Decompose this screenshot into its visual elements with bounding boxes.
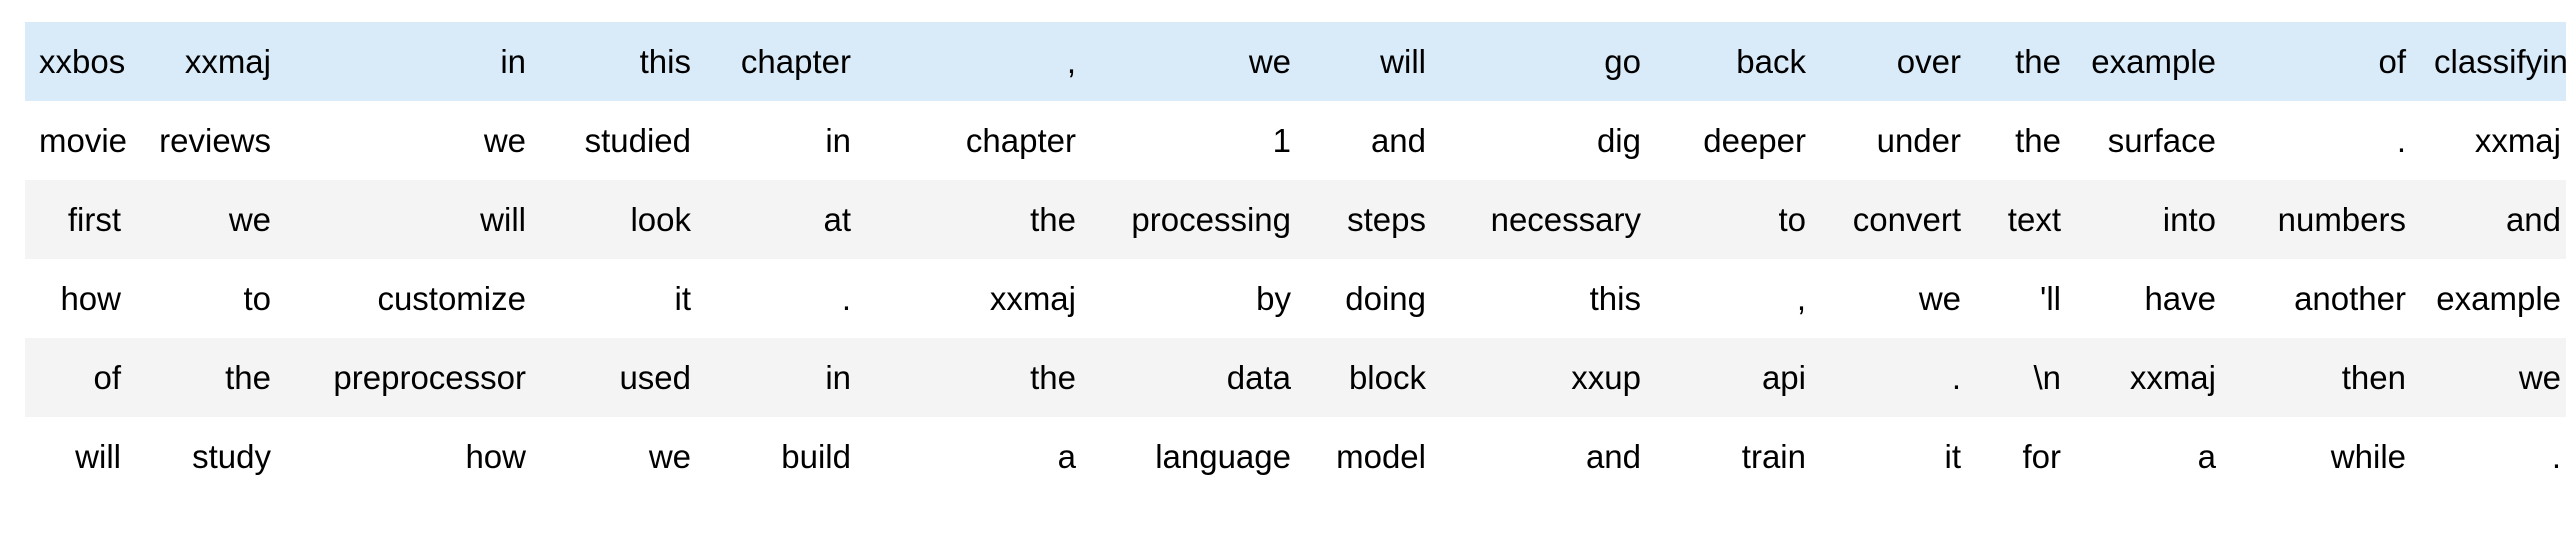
token-cell: . (2420, 417, 2566, 496)
table-row[interactable]: first we will look at the processing ste… (25, 180, 2566, 259)
token-cell: and (1305, 101, 1440, 180)
token-cell: xxmaj (865, 259, 1090, 338)
token-cell: xxmaj (2420, 101, 2566, 180)
token-cell: surface (2075, 101, 2230, 180)
token-cell: the (865, 180, 1090, 259)
token-cell: deeper (1655, 101, 1820, 180)
token-cell: by (1090, 259, 1305, 338)
token-cell: , (1655, 259, 1820, 338)
token-cell: another (2230, 259, 2420, 338)
token-cell: we (1820, 259, 1975, 338)
token-cell: block (1305, 338, 1440, 417)
token-cell: classifying (2420, 22, 2566, 101)
token-cell: this (1440, 259, 1655, 338)
token-cell: the (1975, 101, 2075, 180)
token-cell: into (2075, 180, 2230, 259)
token-cell: over (1820, 22, 1975, 101)
token-cell: and (1440, 417, 1655, 496)
token-cell: we (2420, 338, 2566, 417)
token-cell: used (540, 338, 705, 417)
token-cell: xxbos (25, 22, 135, 101)
token-cell: doing (1305, 259, 1440, 338)
token-cell: while (2230, 417, 2420, 496)
token-cell: have (2075, 259, 2230, 338)
token-cell: of (25, 338, 135, 417)
token-cell: the (1975, 22, 2075, 101)
token-cell: look (540, 180, 705, 259)
token-cell: processing (1090, 180, 1305, 259)
token-cell: xxmaj (2075, 338, 2230, 417)
token-cell: will (285, 180, 540, 259)
token-cell: customize (285, 259, 540, 338)
token-cell: we (285, 101, 540, 180)
table-row[interactable]: will study how we build a language model… (25, 417, 2566, 496)
token-table-body: xxbos xxmaj in this chapter , we will go… (25, 22, 2566, 496)
token-cell: api (1655, 338, 1820, 417)
token-cell: \n (1975, 338, 2075, 417)
token-cell: study (135, 417, 285, 496)
token-cell: text (1975, 180, 2075, 259)
token-cell: model (1305, 417, 1440, 496)
token-cell: xxmaj (135, 22, 285, 101)
token-cell: studied (540, 101, 705, 180)
token-cell: numbers (2230, 180, 2420, 259)
token-cell: 1 (1090, 101, 1305, 180)
table-row[interactable]: xxbos xxmaj in this chapter , we will go… (25, 22, 2566, 101)
token-cell: will (25, 417, 135, 496)
token-cell: first (25, 180, 135, 259)
token-cell: the (865, 338, 1090, 417)
token-cell: data (1090, 338, 1305, 417)
table-row[interactable]: how to customize it . xxmaj by doing thi… (25, 259, 2566, 338)
token-cell: under (1820, 101, 1975, 180)
token-cell: movie (25, 101, 135, 180)
token-cell: back (1655, 22, 1820, 101)
token-cell: we (540, 417, 705, 496)
token-cell: in (285, 22, 540, 101)
token-cell: preprocessor (285, 338, 540, 417)
table-row[interactable]: of the preprocessor used in the data blo… (25, 338, 2566, 417)
token-cell: xxup (1440, 338, 1655, 417)
token-cell: the (135, 338, 285, 417)
token-cell: it (1820, 417, 1975, 496)
token-cell: . (1820, 338, 1975, 417)
token-cell: build (705, 417, 865, 496)
token-cell: in (705, 338, 865, 417)
token-cell: to (1655, 180, 1820, 259)
token-cell: it (540, 259, 705, 338)
token-cell: necessary (1440, 180, 1655, 259)
token-cell: to (135, 259, 285, 338)
token-cell: go (1440, 22, 1655, 101)
token-cell: steps (1305, 180, 1440, 259)
token-cell: chapter (865, 101, 1090, 180)
token-cell: . (705, 259, 865, 338)
token-cell: 'll (1975, 259, 2075, 338)
token-cell: dig (1440, 101, 1655, 180)
token-cell: in (705, 101, 865, 180)
token-cell: chapter (705, 22, 865, 101)
token-cell: then (2230, 338, 2420, 417)
table-row[interactable]: movie reviews we studied in chapter 1 an… (25, 101, 2566, 180)
token-cell: train (1655, 417, 1820, 496)
token-cell: a (865, 417, 1090, 496)
token-cell: convert (1820, 180, 1975, 259)
token-cell: we (1090, 22, 1305, 101)
token-cell: for (1975, 417, 2075, 496)
token-cell: example (2075, 22, 2230, 101)
token-cell: a (2075, 417, 2230, 496)
token-cell: of (2230, 22, 2420, 101)
token-cell: example (2420, 259, 2566, 338)
token-cell: , (865, 22, 1090, 101)
token-cell: how (285, 417, 540, 496)
token-cell: and (2420, 180, 2566, 259)
token-cell: language (1090, 417, 1305, 496)
token-cell: how (25, 259, 135, 338)
token-cell: we (135, 180, 285, 259)
token-cell: this (540, 22, 705, 101)
token-cell: at (705, 180, 865, 259)
token-cell: . (2230, 101, 2420, 180)
token-table: xxbos xxmaj in this chapter , we will go… (25, 22, 2566, 496)
token-cell: will (1305, 22, 1440, 101)
token-cell: reviews (135, 101, 285, 180)
